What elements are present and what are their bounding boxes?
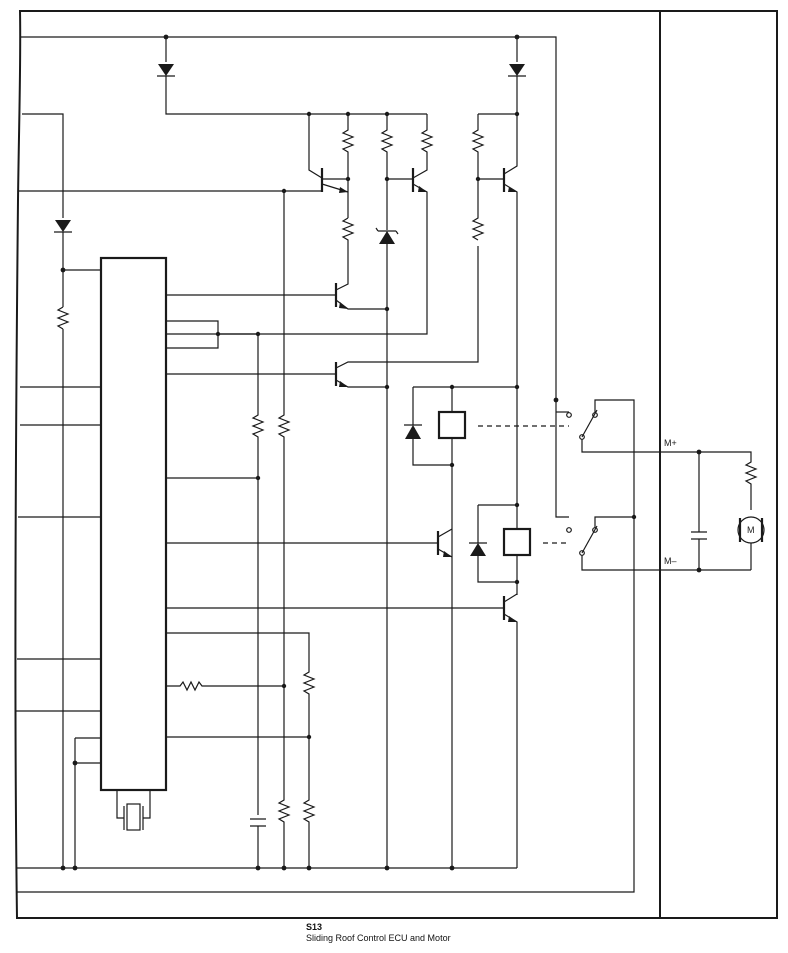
- figure-code: S13: [306, 922, 323, 932]
- upper-driver-transistors: [166, 114, 520, 868]
- motor-panel: [659, 10, 778, 919]
- figure-title: Sliding Roof Control ECU and Motor: [306, 933, 451, 943]
- motor-minus-label: M–: [664, 556, 677, 566]
- motor-circuit: [691, 449, 765, 573]
- motor-plus-label: M+: [664, 438, 677, 448]
- ecu-left-connections: [16, 190, 322, 868]
- ecu-panel: [14, 10, 661, 919]
- relay-upper: [404, 384, 569, 868]
- ground-rail: [16, 570, 635, 893]
- ecu-right-connections: [166, 191, 504, 868]
- motor-symbol-label: M: [747, 525, 755, 535]
- relay-lower: [469, 504, 569, 868]
- input-diode-branch: [22, 113, 101, 868]
- ecu-ic-chip: [99, 256, 168, 792]
- relay-contacts: [555, 399, 751, 571]
- crystal-oscillator: [116, 790, 151, 831]
- figure-caption: S13 Sliding Roof Control ECU and Motor: [306, 922, 451, 944]
